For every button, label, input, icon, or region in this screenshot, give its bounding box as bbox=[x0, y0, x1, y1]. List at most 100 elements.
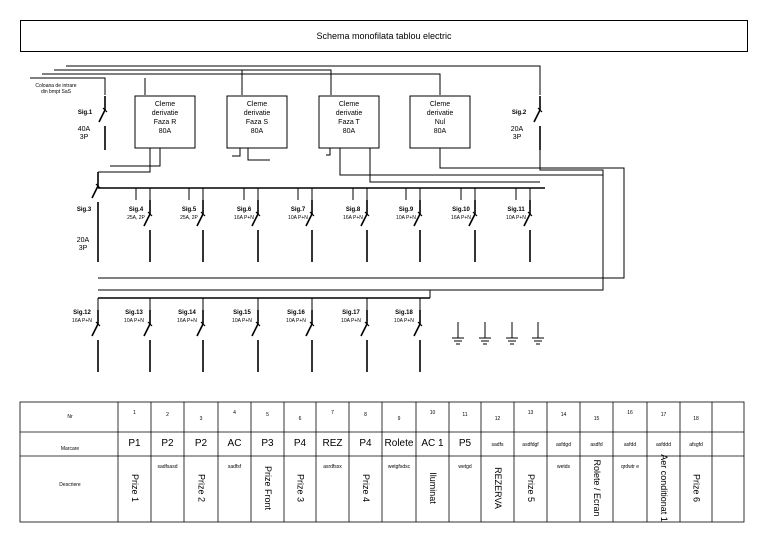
breaker-rating: 16A P+N bbox=[72, 318, 92, 324]
table-cell-descriere: REZERVA bbox=[493, 467, 503, 509]
breaker-symbol bbox=[143, 200, 153, 262]
breaker-symbol bbox=[305, 200, 315, 262]
main-breaker-rating: 40A bbox=[78, 126, 91, 133]
breaker-blade bbox=[196, 213, 204, 227]
breaker-blade bbox=[468, 213, 476, 227]
busbar-feed bbox=[110, 148, 161, 167]
breaker-name: Sig.16 bbox=[287, 310, 305, 316]
breaker-blade bbox=[196, 323, 204, 337]
table-cell-marcare: P4 bbox=[294, 438, 307, 449]
breaker-blade bbox=[305, 213, 313, 227]
busbar-feed bbox=[247, 148, 270, 161]
supply-feed bbox=[54, 69, 332, 95]
table-cell-nr: 3 bbox=[200, 416, 203, 422]
table-cell-descriere: Prize 4 bbox=[361, 474, 371, 502]
busbar-label: Faza T bbox=[338, 119, 360, 126]
table-cell-marcare: AC 1 bbox=[421, 438, 444, 449]
breaker-rating: 10A P+N bbox=[232, 318, 252, 324]
main-breaker-symbol bbox=[91, 172, 101, 262]
breaker-symbol bbox=[468, 200, 478, 262]
table-cell-marcare: asfdd bbox=[624, 442, 636, 448]
table-cell-descriere: Prize 2 bbox=[197, 474, 207, 502]
breaker-rating: 10A P+N bbox=[341, 318, 361, 324]
busbar-label: derivatie bbox=[244, 110, 271, 117]
breaker-name: Sig.11 bbox=[507, 207, 525, 213]
breaker-blade bbox=[523, 213, 531, 227]
busbar-label: derivatie bbox=[427, 110, 454, 117]
table-cell-extra: sadfsf bbox=[228, 464, 242, 470]
table-cell-extra: wetds bbox=[557, 464, 571, 470]
main-breaker-symbol bbox=[533, 96, 543, 150]
table-cell-nr: 5 bbox=[266, 412, 269, 418]
table-cell-descriere: Prize 3 bbox=[296, 474, 306, 502]
breaker-tick bbox=[200, 211, 206, 217]
table-cell-nr: 12 bbox=[495, 416, 501, 422]
table-cell-descriere: Prize Front bbox=[263, 466, 273, 511]
busbar-label: 80A bbox=[251, 128, 264, 135]
ground-icon bbox=[506, 322, 518, 345]
breaker-tick bbox=[95, 183, 101, 189]
breaker-name: Sig.7 bbox=[291, 207, 306, 213]
breaker-tick bbox=[309, 211, 315, 217]
breaker-name: Sig.12 bbox=[73, 310, 91, 316]
breaker-symbol bbox=[196, 310, 206, 372]
table-cell-marcare: P2 bbox=[195, 438, 208, 449]
ground-icon bbox=[452, 322, 464, 345]
breaker-blade bbox=[143, 213, 151, 227]
table-cell-extra: wetgd bbox=[458, 464, 472, 470]
table-cell-marcare: asdfdgf bbox=[522, 442, 539, 448]
breaker-name: Sig.14 bbox=[178, 310, 196, 316]
breaker-tick bbox=[537, 107, 543, 113]
breaker-symbol bbox=[196, 200, 206, 262]
busbar-label: Cleme bbox=[155, 101, 175, 108]
main-breaker-rating: 20A bbox=[77, 237, 90, 244]
breaker-rating: 10A P+N bbox=[506, 215, 526, 221]
breaker-name: Sig.13 bbox=[125, 310, 143, 316]
table-cell-nr: 16 bbox=[627, 410, 633, 416]
table-cell-nr: 1 bbox=[133, 410, 136, 416]
table-cell-descriere: Aer conditionat 1 bbox=[659, 454, 669, 522]
busbar-label: derivatie bbox=[152, 110, 179, 117]
table-cell-marcare: asfddd bbox=[656, 442, 671, 448]
table-cell-descriere: Prize 1 bbox=[130, 474, 140, 502]
breaker-name: Sig.9 bbox=[399, 207, 414, 213]
breaker-symbol bbox=[251, 200, 261, 262]
main-breaker-rating: 3P bbox=[80, 134, 89, 141]
diagram-title: Schema monofilata tablou electric bbox=[20, 20, 748, 52]
busbar-clamp bbox=[409, 95, 471, 149]
breaker-rating: 10A P+N bbox=[288, 215, 308, 221]
breaker-rating: 16A P+N bbox=[234, 215, 254, 221]
table-cell-nr: 7 bbox=[331, 410, 334, 416]
breaker-tick bbox=[147, 321, 153, 327]
table-cell-marcare: sadfs bbox=[492, 442, 504, 448]
busbar-label: derivatie bbox=[336, 110, 363, 117]
breaker-tick bbox=[255, 321, 261, 327]
table-cell-marcare: REZ bbox=[323, 438, 343, 449]
breaker-blade bbox=[360, 323, 368, 337]
ground-icon bbox=[532, 322, 544, 345]
main-breaker-rating: 3P bbox=[513, 134, 522, 141]
breaker-symbol bbox=[523, 200, 533, 262]
breaker-rating: 16A P+N bbox=[343, 215, 363, 221]
breaker-symbol bbox=[360, 310, 370, 372]
breaker-tick bbox=[95, 321, 101, 327]
table-cell-marcare: P3 bbox=[261, 438, 274, 449]
main-breaker-name: Sig.3 bbox=[77, 207, 92, 213]
supply-feed bbox=[42, 73, 441, 95]
breaker-symbol bbox=[413, 200, 423, 262]
table-cell-marcare: asfdgd bbox=[556, 442, 571, 448]
busbar-feed bbox=[232, 148, 241, 157]
ground-icon bbox=[479, 322, 491, 345]
main-feed bbox=[98, 150, 604, 291]
table-cell-marcare: afsgfd bbox=[689, 442, 703, 448]
breaker-tick bbox=[364, 321, 370, 327]
busbar-label: 80A bbox=[343, 128, 356, 135]
table-cell-extra: qrdwtr e bbox=[621, 464, 639, 470]
main-breaker-symbol bbox=[98, 96, 108, 150]
breaker-tick bbox=[102, 107, 108, 113]
busbar-label: 80A bbox=[434, 128, 447, 135]
busbar-label: Cleme bbox=[430, 101, 450, 108]
table-cell-descriere: Iluminat bbox=[428, 472, 438, 504]
breaker-tick bbox=[472, 211, 478, 217]
breaker-tick bbox=[364, 211, 370, 217]
